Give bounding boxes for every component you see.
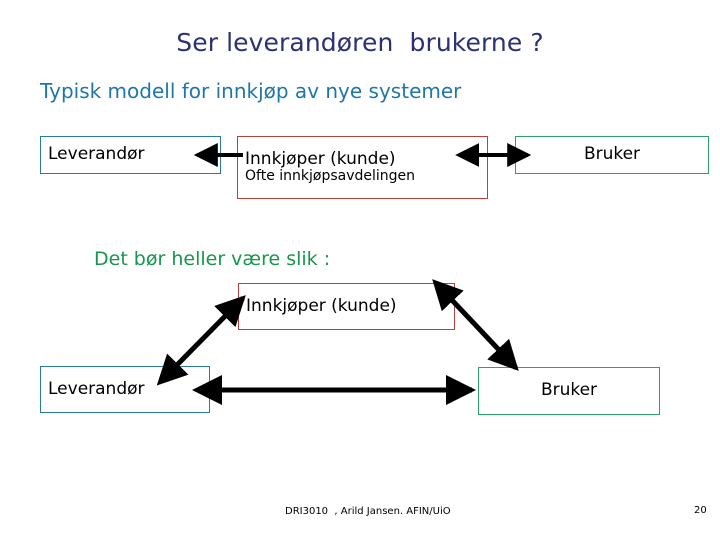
node-supplier-top: Leverandør — [40, 136, 221, 174]
node-supplier-bottom: Leverandør — [40, 366, 210, 413]
node-buyer-bottom: Innkjøper (kunde) — [238, 283, 455, 330]
node-buyer-top-sublabel: Ofte innkjøpsavdelingen — [245, 168, 416, 185]
node-supplier-top-label: Leverandør — [48, 144, 145, 165]
node-buyer-top: Innkjøper (kunde) Ofte innkjøpsavdelinge… — [237, 136, 488, 199]
footer-page-number: 20 — [694, 505, 707, 516]
node-user-top-label: Bruker — [583, 144, 641, 165]
node-user-bottom: Bruker — [478, 367, 660, 415]
node-user-top: Bruker — [515, 136, 709, 174]
page-title: Ser leverandøren brukerne ? — [176, 28, 544, 57]
node-user-bottom-label: Bruker — [540, 380, 598, 401]
connector-buyer-user-bottom — [432, 279, 519, 371]
section-heading-typical-model: Typisk modell for innkjøp av nye systeme… — [40, 79, 462, 103]
node-supplier-bottom-label: Leverandør — [48, 378, 145, 399]
node-buyer-top-label: Innkjøper (kunde) — [245, 149, 396, 170]
node-buyer-bottom-label: Innkjøper (kunde) — [246, 295, 397, 316]
section-heading-better-model: Det bør heller være slik : — [94, 248, 331, 270]
footer-course-credit: DRI3010 , Arild Jansen. AFIN/UiO — [285, 506, 451, 517]
connector-supplier-buyer-bottom — [156, 295, 246, 386]
